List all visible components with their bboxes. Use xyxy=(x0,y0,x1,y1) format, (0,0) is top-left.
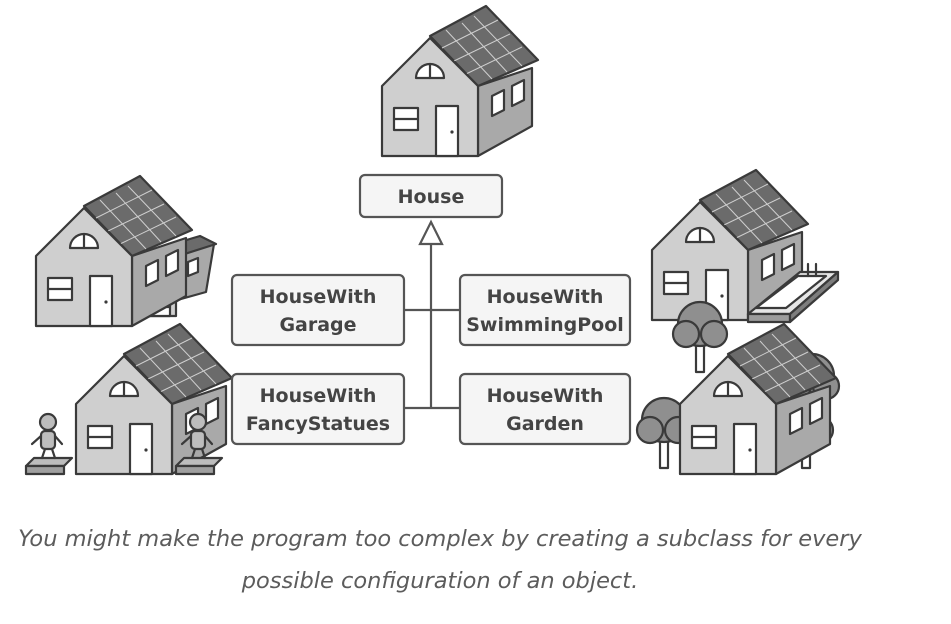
class-box-house-with-fancy-statues: HouseWith FancyStatues xyxy=(230,372,406,446)
class-name-line: FancyStatues xyxy=(246,413,390,435)
house-with-garden-illustration xyxy=(635,300,841,476)
class-name-line: HouseWith xyxy=(260,286,377,308)
tree-icon xyxy=(671,300,729,374)
class-name-house: House xyxy=(398,186,465,208)
class-name-line: SwimmingPool xyxy=(466,314,624,336)
statue-icon xyxy=(24,412,74,476)
class-box-house-with-swimming-pool: HouseWith SwimmingPool xyxy=(458,273,632,347)
class-hierarchy-diagram: House HouseWith Garage HouseWith Swimmin… xyxy=(24,4,841,476)
class-name-line: HouseWith xyxy=(260,385,377,407)
house-with-garage-illustration xyxy=(34,174,218,328)
class-box-house-with-garage: HouseWith Garage xyxy=(230,273,406,347)
class-name-line: Garden xyxy=(506,413,584,435)
class-name-line: Garage xyxy=(279,314,356,336)
inheritance-arrowhead-icon xyxy=(418,219,444,246)
class-name-line: HouseWith xyxy=(487,385,604,407)
class-box-house-with-garden: HouseWith Garden xyxy=(458,372,632,446)
house-illustration xyxy=(380,4,540,158)
class-name-line: HouseWith xyxy=(487,286,604,308)
figure-caption: You might make the program too complex b… xyxy=(18,526,862,594)
inheritance-connectors xyxy=(404,219,460,410)
house-with-fancy-statues-illustration xyxy=(24,322,234,476)
class-box-house: House xyxy=(358,173,504,219)
house-with-swimming-pool-illustration xyxy=(650,168,840,324)
